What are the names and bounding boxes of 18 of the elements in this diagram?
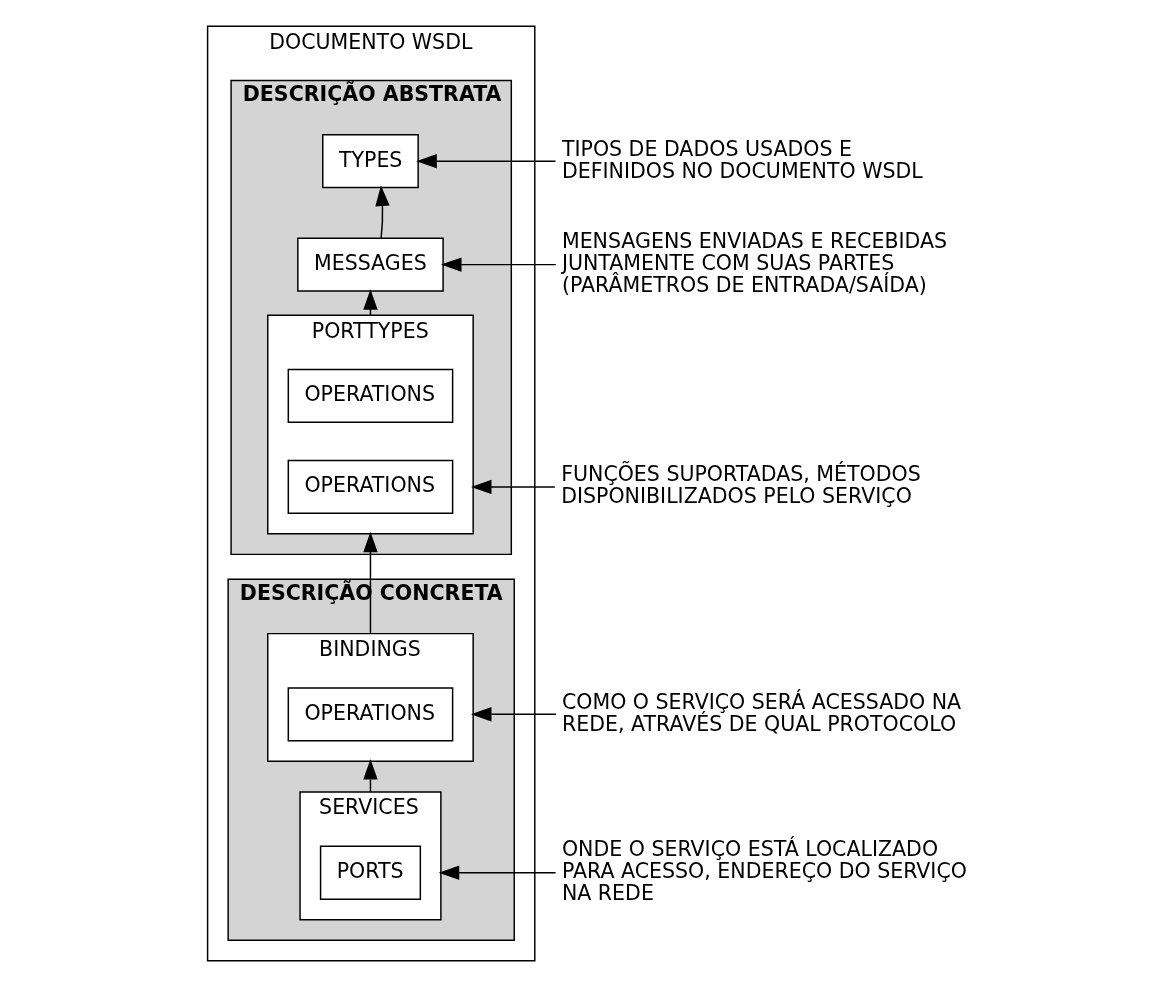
arrow: [470, 479, 556, 495]
node-box: TYPES: [322, 134, 419, 189]
node-box: OPERATIONS: [287, 687, 454, 742]
node-box: OPERATIONS: [287, 368, 454, 424]
node-text: TIPOS DE DADOS USADOS E DEFINIDOS NO DOCUMENTO WSDL: [561, 136, 923, 183]
arrow: [438, 865, 557, 880]
arrow: [470, 707, 557, 722]
node-text: COMO O SERVIÇO SERÁ ACESSADO NA REDE, ATRAVÉS DE QUAL PROTOCOLO: [561, 689, 962, 736]
node-text: FUNÇÕES SUPORTADAS, MÉTODOS DISPONIBILIZADOS PELO SERVIÇO: [561, 462, 921, 509]
arrow: [416, 154, 557, 169]
node-text: ONDE O SERVIÇO ESTÁ LOCALIZADO PARA ACESSO, ENDEREÇO DO SERVIÇO NA REDE: [561, 837, 967, 906]
node-box: MESSAGES: [297, 237, 444, 292]
node-box: PORTS: [319, 845, 422, 900]
node-box: OPERATIONS: [287, 459, 454, 515]
arrow: [375, 185, 390, 239]
arrow: [363, 531, 378, 635]
node-text: MENSAGENS ENVIADAS E RECEBIDAS JUNTAMENTE COM SUAS PARTES (PARÂMETROS DE ENTRADA/SAÍDA): [561, 229, 948, 298]
arrow: [440, 257, 557, 272]
